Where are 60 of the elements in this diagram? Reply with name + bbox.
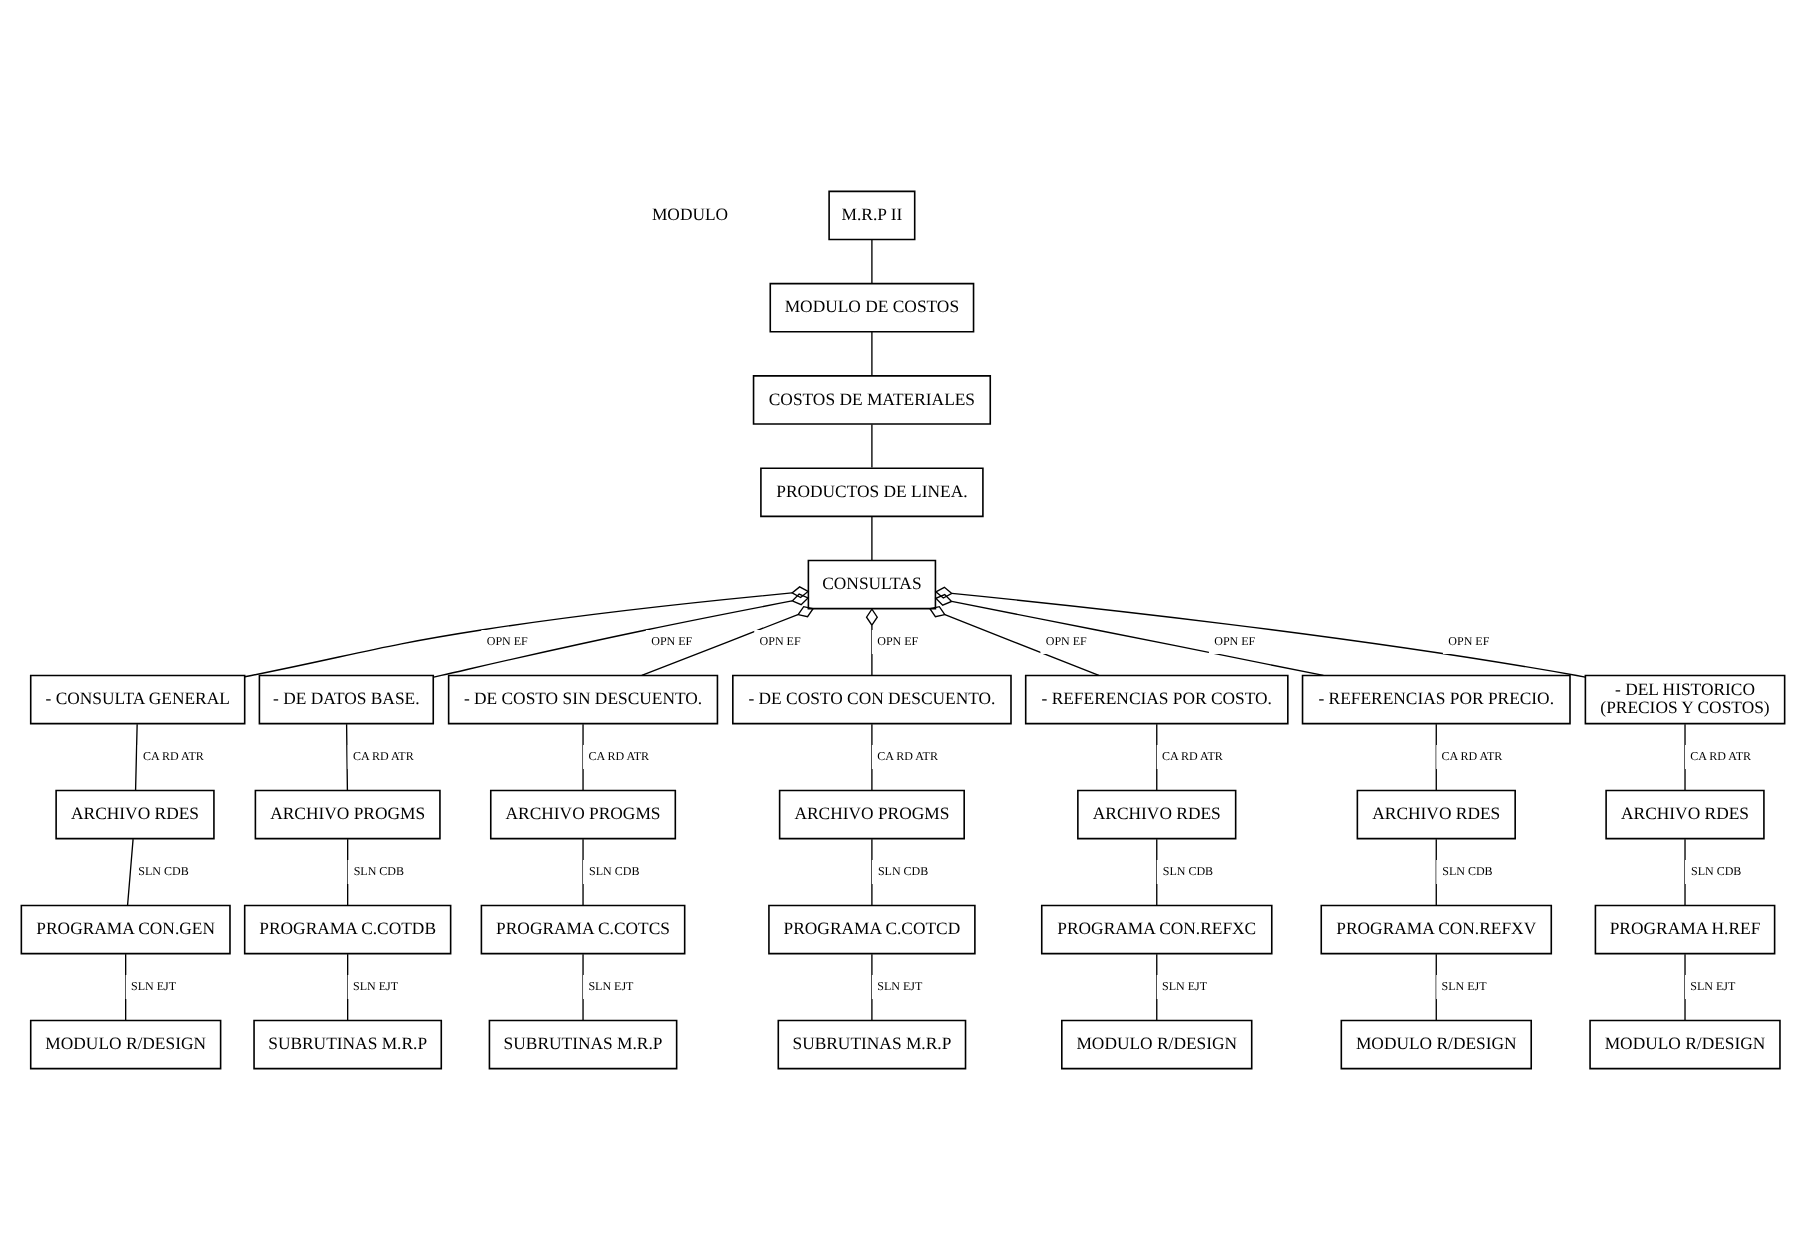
node-box: MODULO R/DESIGN [1340, 1018, 1532, 1069]
node-box: SUBRUTINAS M.R.P [488, 1018, 678, 1069]
node-box: - CONSULTA GENERAL [29, 673, 246, 724]
node-box: SUBRUTINAS M.R.P [777, 1018, 967, 1069]
connector [1684, 837, 1686, 906]
node-box: PROGRAMA CON.REFXC [1040, 903, 1273, 954]
connector [1684, 952, 1686, 1021]
connector [582, 722, 584, 790]
connector [871, 837, 873, 906]
connector [347, 952, 349, 1021]
connector [126, 837, 134, 906]
connector [125, 952, 127, 1021]
node-box: - DE DATOS BASE. [258, 673, 435, 724]
connector [871, 515, 873, 560]
connector [865, 606, 879, 675]
node-box: - DE COSTO CON DESCUENTO. [732, 673, 1012, 724]
node-box: PRODUCTOS DE LINEA. [760, 466, 984, 517]
connector [1156, 722, 1158, 790]
connector [871, 422, 873, 468]
node-box: - REFERENCIAS POR COSTO. [1024, 673, 1289, 724]
connector [871, 238, 873, 283]
node-box: - REFERENCIAS POR PRECIO. [1301, 673, 1571, 724]
connector [347, 837, 349, 906]
node-box: COSTOS DE MATERIALES [752, 374, 992, 424]
node-box: PROGRAMA CON.GEN [20, 903, 231, 954]
node-box: PROGRAMA C.COTCD [768, 903, 976, 954]
connector [871, 722, 873, 790]
node-box: CONSULTAS [807, 558, 937, 609]
connector [934, 592, 1325, 676]
node-box: SUBRUTINAS M.R.P [253, 1018, 443, 1069]
node-box: MODULO R/DESIGN [1589, 1018, 1781, 1069]
node-box: ARCHIVO RDES [1605, 788, 1765, 839]
connector [871, 952, 873, 1021]
connector [871, 330, 873, 375]
connector [1156, 837, 1158, 906]
node-box: PROGRAMA C.COTCS [480, 903, 686, 954]
connector [345, 722, 349, 790]
node-box: PROGRAMA H.REF [1594, 903, 1776, 954]
node-box: PROGRAMA CON.REFXV [1320, 903, 1553, 954]
node-box: M.R.P II [828, 189, 916, 240]
node-box: ARCHIVO PROGMS [254, 788, 441, 839]
node-box: ARCHIVO PROGMS [489, 788, 677, 839]
node-box: - DE COSTO SIN DESCUENTO. [447, 673, 719, 724]
connector [1156, 952, 1158, 1021]
node-box: PROGRAMA C.COTDB [243, 903, 452, 954]
node-box: ARCHIVO PROGMS [778, 788, 965, 839]
connector [928, 604, 1100, 676]
node-box: MODULO R/DESIGN [1061, 1018, 1253, 1069]
node-box: MODULO R/DESIGN [29, 1018, 222, 1069]
node-box: ARCHIVO RDES [1077, 788, 1237, 839]
node-box: ARCHIVO RDES [55, 788, 215, 839]
node-box: ARCHIVO RDES [1356, 788, 1516, 839]
connector [934, 585, 1586, 677]
connector [1684, 722, 1686, 790]
node-box: - DEL HISTORICO (PRECIOS Y COSTOS) [1584, 673, 1786, 724]
connector [582, 952, 584, 1021]
label: MODULO [651, 202, 729, 223]
connector [582, 837, 584, 906]
node-box: MODULO DE COSTOS [769, 281, 975, 332]
connector [134, 722, 138, 790]
